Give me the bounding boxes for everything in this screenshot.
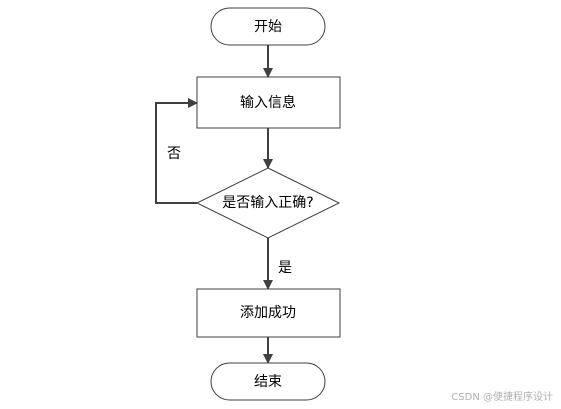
success-node-label: 添加成功: [240, 305, 296, 321]
success-node: 添加成功: [196, 288, 341, 338]
arrow-decision-no-loop: [155, 98, 198, 204]
input-node: 输入信息: [196, 76, 341, 129]
decision-node: 是否输入正确?: [195, 167, 341, 239]
start-node: 开始: [210, 7, 326, 46]
edge-label-yes: 是: [278, 260, 292, 276]
start-node-label: 开始: [254, 19, 282, 35]
end-node-label: 结束: [254, 374, 282, 390]
decision-node-label: 是否输入正确?: [222, 195, 313, 211]
watermark-text: CSDN @便捷程序设计: [451, 392, 553, 403]
input-node-label: 输入信息: [240, 94, 296, 111]
end-node: 结束: [210, 362, 326, 401]
edge-label-no: 否: [167, 146, 181, 162]
